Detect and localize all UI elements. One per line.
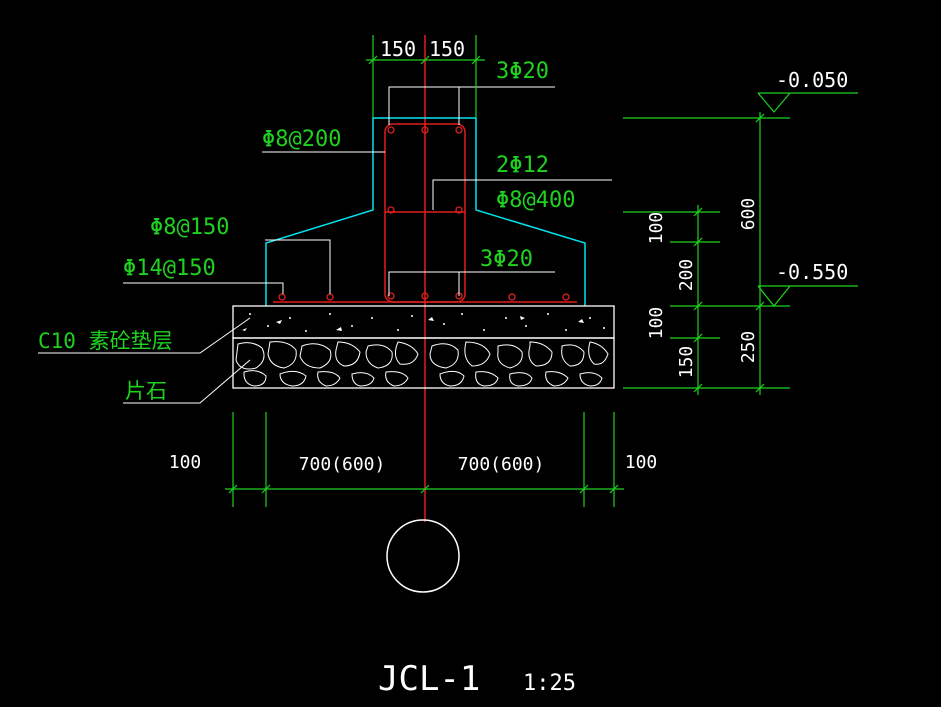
label-flange-bars: Φ8@150 (150, 215, 229, 240)
label-slab-bars: Φ14@150 (123, 256, 216, 281)
label-waist-bars: 2Φ12 (496, 153, 549, 178)
dim-right-200: 200 (676, 259, 697, 292)
dim-bottom-mid-left: 700(600) (299, 454, 386, 475)
label-rubble: 片石 (125, 379, 167, 403)
cushion-layer (232, 305, 615, 339)
dim-right-600: 600 (738, 198, 759, 231)
drawing-scale: 1:25 (523, 671, 576, 696)
cushion-speckles (242, 313, 605, 332)
leader-lines (38, 86, 612, 404)
rubble-stones (235, 341, 609, 387)
dim-right-150: 150 (676, 346, 697, 379)
elev-top: -0.050 (776, 68, 848, 92)
dim-web-left: 150 (380, 37, 416, 61)
label-cushion: C10 素砼垫层 (38, 329, 173, 353)
rebar-dots (278, 126, 570, 301)
beam-outline (265, 117, 586, 306)
label-top-bars: 3Φ20 (496, 59, 549, 84)
elev-bottom: -0.550 (776, 260, 848, 284)
axis-bubble (386, 519, 460, 593)
dim-bottom-mid-right: 700(600) (458, 454, 545, 475)
drawing-title: JCL-1 (378, 659, 480, 699)
rebar-cage (273, 123, 577, 303)
dimension-lines (225, 35, 858, 507)
dim-bottom-left: 100 (169, 452, 202, 473)
dim-right-100b: 100 (646, 307, 667, 340)
label-stirrup-200: Φ8@200 (262, 127, 341, 152)
dim-web-right: 150 (429, 37, 465, 61)
dim-right-100a: 100 (646, 212, 667, 245)
rubble-layer (232, 337, 615, 389)
label-bottom-bars: 3Φ20 (480, 247, 533, 272)
label-tie-400: Φ8@400 (496, 188, 575, 213)
dim-bottom-right: 100 (625, 452, 658, 473)
dim-right-250: 250 (738, 331, 759, 364)
